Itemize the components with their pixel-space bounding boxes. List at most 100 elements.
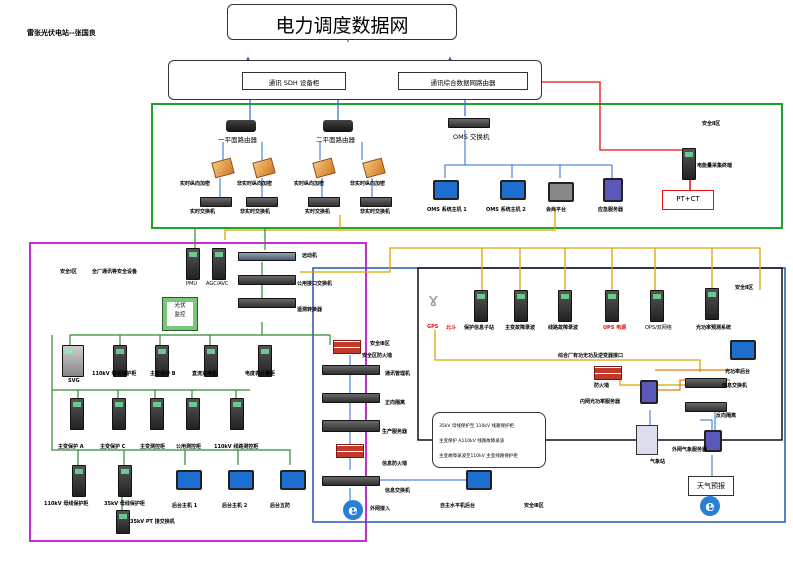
main-measure-icon [150,398,164,430]
protect-info-substation-label: 保护信息子站 [464,325,495,331]
active-power-interface-label: 综合厂有功无功及逆变器接口 [558,353,624,359]
workstation-3-label: 后台五防 [270,503,291,509]
info-switch-2-icon [685,378,727,388]
pmu-icon [186,248,200,280]
sdh-cabinet: 通讯 SDH 设备柜 [242,72,346,90]
nonrealtime-encrypt-1-label: 非实时纵向加密 [237,181,273,187]
realtime-switch-2-label: 实时交换机 [305,209,331,215]
emergency-server-icon [603,178,623,202]
public-switch-icon [238,275,296,285]
mon-converter-icon [238,298,296,308]
protect-info-substation-icon [474,290,488,322]
workstation-1-icon [176,470,202,490]
nonrealtime-switch-1-label: 非实时交换机 [240,209,271,215]
router-plane-1-label: 一平面路由器 [218,136,257,144]
oms-host-1-label: OMS 系统主机 1 [427,207,467,213]
ups-icon [605,290,619,322]
busbar-protect-110-label: 110kV 母线保护柜 [92,371,137,377]
zone-black-outline [417,267,783,441]
main-measure-label: 主变测控柜 [140,444,166,450]
mon-converter-label: 遥测转换器 [297,307,323,313]
pv-monitor-label: 光伏 监控 [167,302,193,326]
main-fault-recorder-label: 主变故障录波 [505,325,536,331]
zone-green-outline [151,103,783,229]
production-server-label: 生产服务器 [382,429,408,435]
zone-firewall-label: 安全区防火墙 [362,353,393,359]
reverse-isolation-icon [685,402,727,412]
dc-charger-icon [204,345,218,377]
legend-item-3: 主变故障录波至110kV 主变线路保护柜 [439,454,518,459]
legend-item-1: 35kV 母线保护至 110kV 线路保护柜 [439,424,514,429]
remote-workstation-icon [466,470,492,490]
zone-firewall-icon [333,340,361,354]
production-server-icon [322,420,380,432]
oms-host-2-label: OMS 系统主机 2 [486,207,526,213]
weather-server-label: 外网气象服务器 [672,447,708,453]
ops-label: OPS/双网络 [645,325,672,331]
zone-magenta-outline [29,242,367,542]
forecast-workstation-label: 光功率后台 [725,369,751,375]
nonrealtime-switch-2-icon [360,197,392,207]
dc-charger-label: 直流充电柜 [192,371,218,377]
oms-host-2-icon [500,180,526,200]
pv-monitor-box: 光伏 监控 [162,297,198,331]
line-fault-recorder-icon [558,290,572,322]
router-plane-2-icon [323,120,353,132]
conference-platform-icon [548,182,574,202]
info-switch-icon [322,476,380,486]
comm-manager-icon [322,365,380,375]
zone-ii-label-right: 安全Ⅱ区 [735,285,754,291]
weather-station-icon [636,425,658,455]
workstation-3-icon [280,470,306,490]
data-network-router-label: 通讯综合数据网路由器 [430,79,496,87]
inner-forecast-server-label: 内网光功率服务器 [580,399,621,405]
middle-zone-label: 安全Ⅲ区 [370,341,390,347]
info-firewall-label: 信息防火墙 [382,461,408,467]
data-network-router: 通讯综合数据网路由器 [398,72,528,90]
station-label: 雷张光伏电站--张国良 [27,29,96,37]
energy-terminal-label: 电能量采集终端 [697,163,733,169]
svg-icon [62,345,84,377]
busbar-protect-110b-label: 110kV 母线保护柜 [44,501,89,507]
main-protect-c-icon [112,398,126,430]
external-access-label: 外网接入 [370,506,391,512]
realtime-switch-2-icon [308,197,340,207]
legend-box: 35kV 母线保护至 110kV 线路保护柜 主变保护 A110kV 线路故障录… [432,412,546,468]
zone-i-label: 安全Ⅰ区 [60,269,77,275]
realtime-encrypt-2-label: 实时纵向加密 [294,181,325,187]
weather-server-icon [704,430,722,452]
common-measure-icon [186,398,200,430]
ptct-box: PT+CT [662,190,714,210]
inner-forecast-server-icon [640,380,658,404]
vpt-switch-label: 35kV PT 接交换机 [130,519,175,525]
ups-label: UPS 电源 [603,325,627,331]
forward-isolation-label: 正向隔离 [385,400,406,406]
workstation-1-label: 后台主机 1 [172,503,198,509]
zone-i-title: 全厂通讯等安全设备 [92,269,138,275]
pmu-label: PMU [186,281,197,287]
zone-iii-label: 安全Ⅲ区 [524,503,544,509]
right-firewall-label: 防火墙 [594,383,610,389]
realtime-switch-1-icon [200,197,232,207]
svg-label: SVG [68,378,80,384]
right-firewall-icon [594,366,622,380]
busbar-protect-35-label: 35kV 母线保护柜 [104,501,145,507]
busbar-protect-110-icon [113,345,127,377]
forecast-system-icon [705,288,719,320]
busbar-protect-35-icon [118,465,132,497]
main-protect-c-label: 主变保护 C [100,444,126,450]
realtime-encrypt-1-label: 实时纵向加密 [180,181,211,187]
oms-switch-icon [448,118,490,128]
remote-unit-icon [238,252,296,261]
oms-host-1-icon [433,180,459,200]
nonrealtime-switch-1-icon [246,197,278,207]
weather-forecast-box: 天气预报 [688,476,734,496]
vpt-switch-icon [116,510,130,534]
workstation-2-label: 后台主机 2 [222,503,248,509]
info-firewall-icon [336,444,364,458]
energy-terminal-icon [682,148,696,180]
realtime-switch-1-label: 实时交换机 [190,209,216,215]
agc-avc-label: AGC/AVC [206,281,229,287]
oms-switch-label: OMS 交换机 [453,133,490,141]
ptct-label: PT+CT [676,195,700,203]
